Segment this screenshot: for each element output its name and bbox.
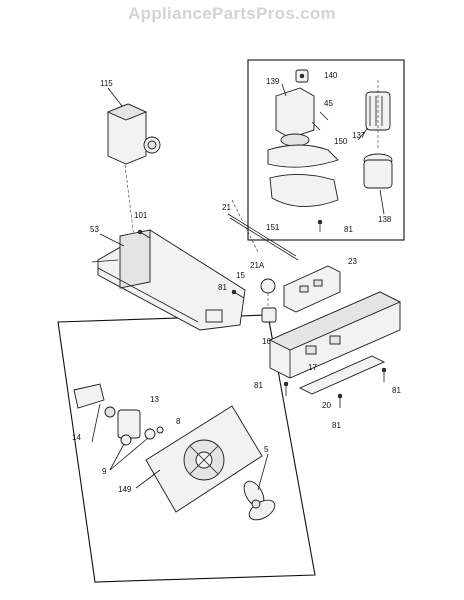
part-21-rod xyxy=(227,199,299,261)
part-138-filter-cap xyxy=(363,153,393,189)
part-81-screw-b xyxy=(283,381,289,396)
callout-150: 150 xyxy=(334,137,348,146)
part-81-screw-a xyxy=(231,289,245,299)
part-150-cover xyxy=(267,144,339,168)
callout-45: 45 xyxy=(324,99,333,108)
part-81-screw-c xyxy=(337,393,343,408)
callout-14: 14 xyxy=(72,433,81,442)
watermark: AppliancePartsPros.com xyxy=(128,4,336,23)
part-151-cover xyxy=(269,173,339,207)
part-115-module xyxy=(106,103,161,271)
part-81-screw-d xyxy=(381,367,387,382)
callout-81-b: 81 xyxy=(254,381,263,390)
part-53-housing xyxy=(91,229,246,331)
part-81-screw-e xyxy=(317,219,323,232)
callout-15: 15 xyxy=(236,271,245,280)
part-140-clip xyxy=(295,69,309,83)
part-45-screws xyxy=(311,111,329,131)
part-149-fan-shroud xyxy=(145,405,263,513)
callout-21: 21 xyxy=(222,203,231,212)
callout-151: 151 xyxy=(266,223,280,232)
part-137-filter-cartridge xyxy=(365,80,391,150)
part-13-motor xyxy=(104,406,141,439)
leader-lines xyxy=(91,83,385,491)
callout-20: 20 xyxy=(322,401,331,410)
callout-140: 140 xyxy=(324,71,338,80)
callout-115: 115 xyxy=(100,79,113,88)
part-101-screw xyxy=(137,229,151,239)
callout-81-a: 81 xyxy=(218,283,227,292)
part-23-control-board xyxy=(283,265,341,313)
part-17-frame xyxy=(268,291,402,395)
part-8-nut xyxy=(156,426,164,434)
callout-101: 101 xyxy=(134,211,148,220)
part-139-filter-head xyxy=(275,87,315,147)
part-15-bulb xyxy=(260,278,276,306)
part-9-grommets xyxy=(120,428,156,446)
callout-17: 17 xyxy=(308,363,317,372)
filter-assembly-inset xyxy=(247,59,405,241)
part-14-bracket xyxy=(73,383,105,409)
callout-139: 139 xyxy=(266,77,280,86)
callout-81-c: 81 xyxy=(392,386,401,395)
callout-138: 138 xyxy=(378,215,392,224)
callout-5: 5 xyxy=(264,445,269,454)
callout-21a: 21A xyxy=(250,261,265,270)
callout-81-d: 81 xyxy=(332,421,341,430)
part-5-fan-blade xyxy=(243,480,276,521)
callout-13: 13 xyxy=(150,395,159,404)
callout-81-e: 81 xyxy=(344,225,353,234)
callout-16: 16 xyxy=(262,337,271,346)
callout-149: 149 xyxy=(118,485,132,494)
callout-23: 23 xyxy=(348,257,357,266)
callout-137: 137 xyxy=(352,131,366,140)
callout-9: 9 xyxy=(102,467,107,476)
part-16-socket xyxy=(261,307,277,323)
callout-53: 53 xyxy=(90,225,99,234)
callout-8: 8 xyxy=(176,417,181,426)
